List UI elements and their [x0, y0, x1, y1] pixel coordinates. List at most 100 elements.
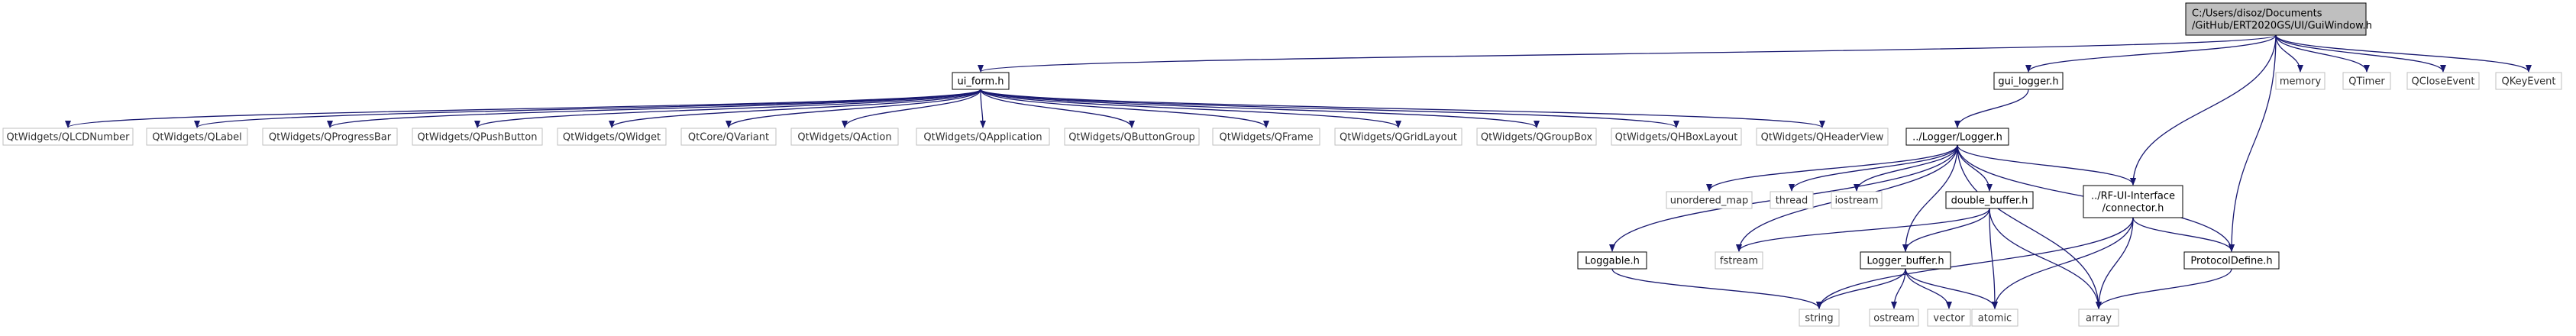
node-label: QTimer — [2348, 76, 2385, 88]
dependency-edge-double_buffer-to-atomic — [1989, 208, 1998, 309]
node-box — [1611, 128, 1742, 146]
node-box — [1860, 251, 1951, 270]
dependency-edge-double_buffer-to-logger_buffer — [1902, 208, 1990, 252]
node-box — [1770, 191, 1814, 209]
node-qgridlayout: QtWidgets/QGridLayout — [1334, 128, 1463, 146]
node-gui_logger[interactable]: gui_logger.h — [1993, 72, 2064, 90]
node-qprogressbar: QtWidgets/QProgressBar — [262, 128, 398, 146]
node-box — [2078, 309, 2119, 327]
node-box — [916, 128, 1050, 146]
dependency-edge-logger_buffer-to-atomic — [1905, 268, 1998, 309]
node-memory: memory — [2275, 72, 2326, 90]
dependency-edge-ui_form-to-qgroupbox — [980, 89, 1540, 128]
node-box — [1715, 251, 1763, 270]
node-double_buffer[interactable]: double_buffer.h — [1945, 191, 2034, 209]
node-vector: vector — [1927, 309, 1971, 327]
node-box — [2495, 72, 2562, 90]
node-box — [2275, 72, 2326, 90]
dependency-edge-ui_form-to-qbuttongroup — [980, 89, 1135, 128]
node-ui_form[interactable]: ui_form.h — [952, 72, 1010, 90]
node-box — [2, 128, 134, 146]
node-label: double_buffer.h — [1951, 195, 2028, 207]
node-label: vector — [1933, 313, 1965, 325]
node-label: QtWidgets/QPushButton — [418, 132, 538, 144]
node-qheaderview: QtWidgets/QHeaderView — [1756, 128, 1889, 146]
dependency-edge-logger-to-iostream — [1854, 144, 1958, 192]
node-connector[interactable]: ../RF-UI-Interface/connector.h — [2083, 185, 2183, 218]
node-qhboxlayout: QtWidgets/QHBoxLayout — [1611, 128, 1742, 146]
node-ostream: ostream — [1869, 309, 1919, 327]
node-box — [1927, 309, 1971, 327]
node-qcloseevent: QCloseEvent — [2406, 72, 2480, 90]
node-box — [1064, 128, 1200, 146]
node-label: thread — [1776, 195, 1808, 207]
node-loggable[interactable]: Loggable.h — [1577, 251, 1647, 270]
node-iostream: iostream — [1831, 191, 1883, 209]
node-label: QtWidgets/QWidget — [563, 132, 661, 144]
node-qaction: QtWidgets/QAction — [790, 128, 899, 146]
node-box — [1799, 309, 1840, 327]
node-logger[interactable]: ../Logger/Logger.h — [1905, 128, 2009, 146]
node-box — [2185, 2, 2367, 36]
dependency-edge-logger-to-thread — [1789, 144, 1958, 192]
node-root[interactable]: C:/Users/disoz/Documents/GitHub/ERT2020G… — [2185, 2, 2372, 36]
dependency-edge-logger-to-double_buffer — [1957, 144, 1993, 192]
node-label: /connector.h — [2102, 203, 2164, 215]
node-box — [146, 128, 248, 146]
node-box — [952, 72, 1010, 90]
node-label: QtWidgets/QButtonGroup — [1068, 132, 1195, 144]
dependency-edge-ui_form-to-qvariant — [726, 89, 981, 128]
dependency-edge-logger_buffer-to-vector — [1905, 268, 1952, 309]
dependency-edge-connector-to-array — [2096, 217, 2134, 309]
dependency-edge-logger-to-connector — [1957, 144, 2136, 186]
node-thread: thread — [1770, 191, 1814, 209]
node-protocoldefine[interactable]: ProtocolDefine.h — [2183, 251, 2280, 270]
node-qframe: QtWidgets/QFrame — [1212, 128, 1320, 146]
node-label: string — [1805, 313, 1833, 325]
edge-layer — [65, 34, 2532, 309]
dependency-edge-logger-to-unordered_map — [1706, 144, 1958, 192]
node-label: QtWidgets/QProgressBar — [269, 132, 392, 144]
node-label: ../Logger/Logger.h — [1912, 132, 2002, 144]
node-label: fstream — [1720, 256, 1758, 267]
dependency-edge-root-to-ui_form — [978, 34, 2277, 73]
node-label: atomic — [1978, 313, 2012, 325]
node-box — [1666, 191, 1753, 209]
node-box — [1334, 128, 1463, 146]
dependency-edge-ui_form-to-qhboxlayout — [980, 89, 1679, 128]
node-box — [680, 128, 777, 146]
node-label: C:/Users/disoz/Documents — [2192, 8, 2322, 20]
dependency-edge-ui_form-to-qaction — [842, 89, 981, 128]
node-fstream: fstream — [1715, 251, 1763, 270]
node-box — [1971, 309, 2018, 327]
node-box — [412, 128, 543, 146]
node-box — [557, 128, 667, 146]
dependency-edge-logger_buffer-to-ostream — [1891, 268, 1906, 309]
dependency-edge-gui_logger-to-logger — [1954, 89, 2029, 128]
node-label: QtWidgets/QHeaderView — [1761, 132, 1884, 144]
dependency-edge-logger_buffer-to-string — [1816, 268, 1906, 309]
dependency-edge-double_buffer-to-array — [1989, 208, 2102, 309]
dependency-edge-root-to-qtimer — [2275, 34, 2370, 73]
dependency-edge-ui_form-to-qpushbutton — [474, 89, 981, 128]
node-box — [1993, 72, 2064, 90]
dependency-edge-ui_form-to-qframe — [980, 89, 1269, 128]
node-qlcdnumber: QtWidgets/QLCDNumber — [2, 128, 134, 146]
node-label: memory — [2280, 76, 2322, 88]
dependency-edge-connector-to-atomic — [1992, 217, 2134, 309]
node-label: QtWidgets/QGridLayout — [1340, 132, 1457, 144]
node-label: QtCore/QVariant — [688, 132, 769, 144]
dependency-edge-logger-to-logger_buffer — [1902, 144, 1958, 252]
dependency-edge-protocoldefine-to-array — [2096, 268, 2232, 309]
node-box — [1476, 128, 1597, 146]
dependency-edge-root-to-protocoldefine — [2229, 34, 2277, 252]
node-array: array — [2078, 309, 2119, 327]
node-logger_buffer[interactable]: Logger_buffer.h — [1860, 251, 1951, 270]
node-label: QCloseEvent — [2412, 76, 2475, 88]
node-label: iostream — [1834, 195, 1878, 207]
node-qlabel: QtWidgets/QLabel — [146, 128, 248, 146]
node-box — [2183, 251, 2280, 270]
node-box — [2406, 72, 2480, 90]
dependency-edge-ui_form-to-qwidget — [609, 89, 981, 128]
